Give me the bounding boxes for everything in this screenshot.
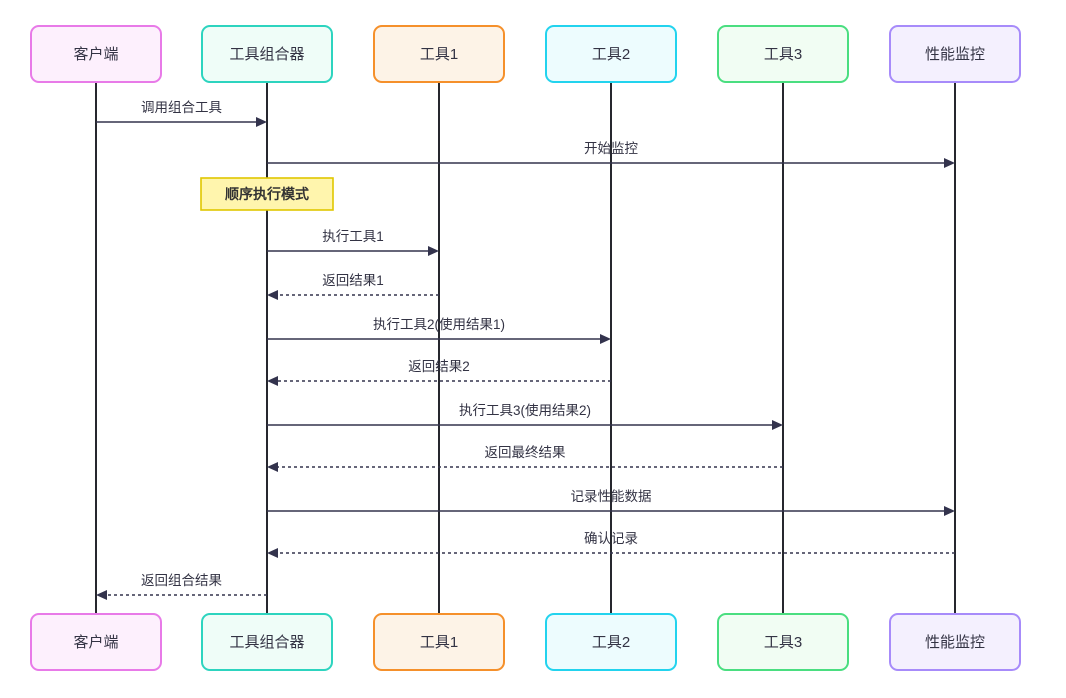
participant-composer-bottom[interactable]: 工具组合器 [201, 613, 333, 671]
message-label: 开始监控 [584, 141, 638, 156]
participant-tool2-bottom[interactable]: 工具2 [545, 613, 677, 671]
message-label: 返回组合结果 [141, 573, 222, 588]
participant-label: 工具组合器 [229, 634, 304, 651]
message-label: 执行工具1 [322, 229, 384, 244]
message-arrowhead [267, 462, 278, 472]
participant-composer-top[interactable]: 工具组合器 [201, 25, 333, 83]
message-label: 返回最终结果 [485, 445, 566, 460]
message-m9[interactable]: 记录性能数据 [267, 489, 955, 516]
participant-box [545, 25, 677, 83]
message-arrowhead [96, 590, 107, 600]
participant-label: 工具1 [420, 634, 458, 651]
message-label: 确认记录 [584, 531, 638, 546]
message-arrowhead [428, 246, 439, 256]
participant-perfmon-top[interactable]: 性能监控 [889, 25, 1021, 83]
participant-label: 工具2 [592, 634, 630, 651]
message-m6[interactable]: 返回结果2 [267, 359, 611, 386]
participant-label: 客户端 [73, 634, 118, 651]
participant-tool1-top[interactable]: 工具1 [373, 25, 505, 83]
message-arrowhead [267, 290, 278, 300]
message-arrowhead [267, 376, 278, 386]
participant-box [889, 25, 1021, 83]
participant-perfmon-bottom[interactable]: 性能监控 [889, 613, 1021, 671]
message-arrowhead [944, 158, 955, 168]
message-m8[interactable]: 返回最终结果 [267, 445, 783, 472]
message-arrowhead [772, 420, 783, 430]
message-m11[interactable]: 返回组合结果 [96, 573, 267, 600]
message-m1[interactable]: 调用组合工具 [96, 100, 267, 127]
note-box [200, 177, 334, 211]
participant-tool1-bottom[interactable]: 工具1 [373, 613, 505, 671]
note-label: 顺序执行模式 [225, 186, 309, 202]
message-m3[interactable]: 执行工具1 [267, 229, 439, 256]
participant-label: 工具3 [764, 634, 802, 651]
message-m4[interactable]: 返回结果1 [267, 273, 439, 300]
participant-label: 工具1 [420, 46, 458, 63]
participants-layer: 客户端客户端工具组合器工具组合器工具1工具1工具2工具2工具3工具3性能监控性能… [30, 25, 1021, 671]
message-m5[interactable]: 执行工具2(使用结果1) [267, 316, 611, 344]
message-label: 记录性能数据 [571, 489, 652, 504]
participant-label: 性能监控 [925, 46, 985, 63]
message-label: 返回结果1 [322, 273, 384, 288]
participant-label: 工具3 [764, 46, 802, 63]
participant-box [373, 613, 505, 671]
participant-client-bottom[interactable]: 客户端 [30, 613, 162, 671]
participant-label: 客户端 [73, 46, 118, 63]
participant-box [373, 25, 505, 83]
participant-box [201, 25, 333, 83]
participant-box [717, 613, 849, 671]
participant-box [201, 613, 333, 671]
message-arrowhead [600, 334, 611, 344]
participant-box [717, 25, 849, 83]
message-m10[interactable]: 确认记录 [267, 531, 955, 558]
note-sequential[interactable]: 顺序执行模式 [200, 177, 334, 211]
participant-box [30, 25, 162, 83]
participant-label: 工具组合器 [229, 46, 304, 63]
message-label: 返回结果2 [408, 359, 470, 374]
participant-tool2-top[interactable]: 工具2 [545, 25, 677, 83]
message-label: 执行工具3(使用结果2) [459, 402, 591, 418]
message-arrowhead [256, 117, 267, 127]
notes-layer: 顺序执行模式 [200, 177, 334, 211]
message-label: 执行工具2(使用结果1) [373, 316, 505, 332]
participant-client-top[interactable]: 客户端 [30, 25, 162, 83]
participant-tool3-top[interactable]: 工具3 [717, 25, 849, 83]
participant-box [889, 613, 1021, 671]
message-arrowhead [267, 548, 278, 558]
message-m2[interactable]: 开始监控 [267, 141, 955, 168]
participant-label: 性能监控 [925, 634, 985, 651]
lifelines-layer [95, 82, 956, 614]
participant-box [30, 613, 162, 671]
participant-box [545, 613, 677, 671]
participant-label: 工具2 [592, 46, 630, 63]
message-m7[interactable]: 执行工具3(使用结果2) [267, 402, 783, 430]
participant-tool3-bottom[interactable]: 工具3 [717, 613, 849, 671]
message-arrowhead [944, 506, 955, 516]
message-label: 调用组合工具 [141, 100, 222, 115]
